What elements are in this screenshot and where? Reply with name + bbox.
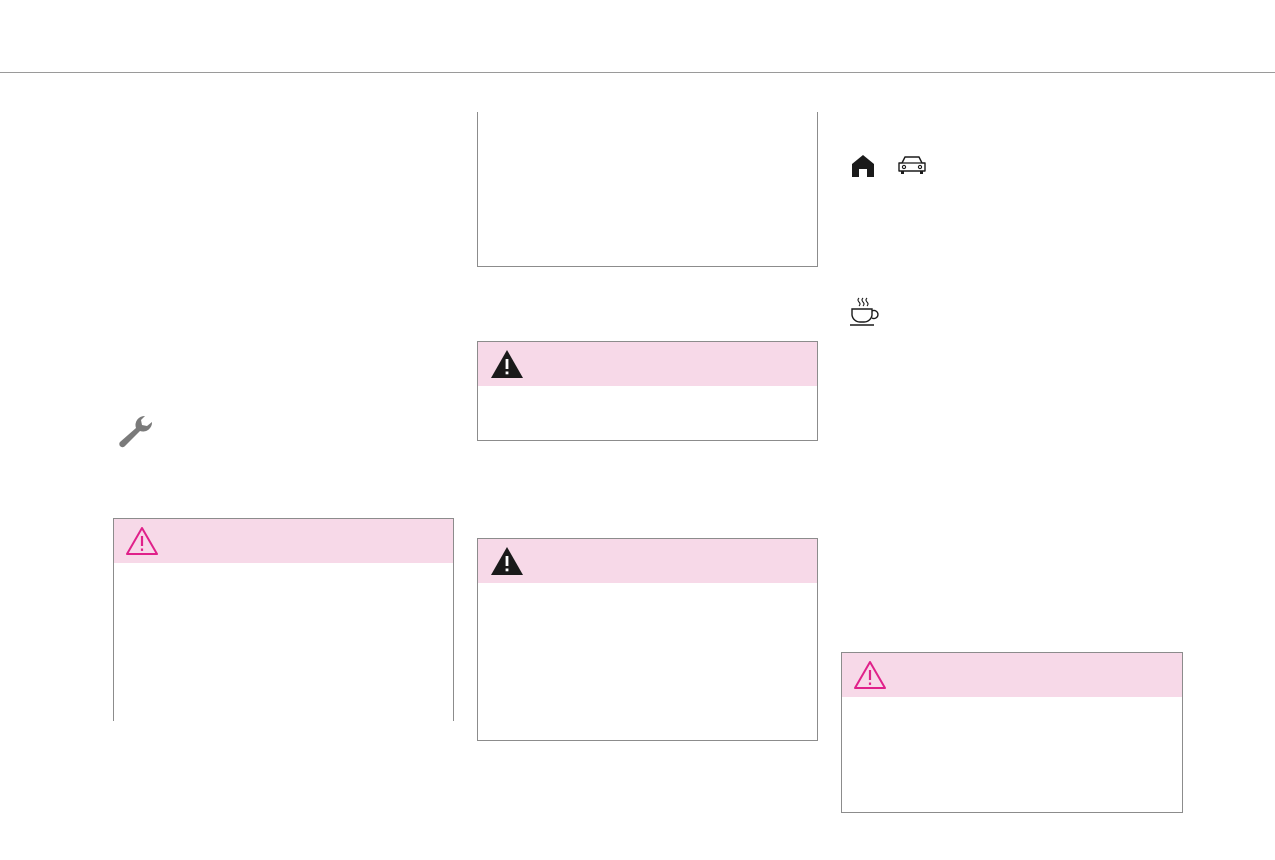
caution-box-right [841, 652, 1183, 813]
coffee-cup-icon [850, 297, 879, 326]
caution-triangle-icon [126, 527, 158, 555]
side-tick [113, 609, 114, 625]
warning-triangle-icon [491, 350, 523, 378]
caution-box-header [842, 653, 1182, 697]
warning-box-2 [477, 538, 818, 741]
side-tick [1182, 761, 1183, 777]
warning-triangle-icon [491, 547, 523, 575]
warning-box-header [478, 342, 817, 386]
side-tick [477, 644, 478, 660]
caution-box-header [114, 519, 453, 563]
side-tick [841, 761, 842, 777]
warning-box-header [478, 539, 817, 583]
note-box-continued [477, 112, 818, 267]
caution-box-left [113, 518, 454, 721]
warning-box-1 [477, 341, 818, 441]
header-rule [0, 72, 1275, 73]
wrench-icon [119, 415, 153, 448]
car-icon [898, 156, 926, 174]
side-tick [477, 146, 478, 162]
caution-triangle-icon [854, 661, 886, 689]
side-tick [453, 609, 454, 625]
house-icon [852, 155, 874, 177]
